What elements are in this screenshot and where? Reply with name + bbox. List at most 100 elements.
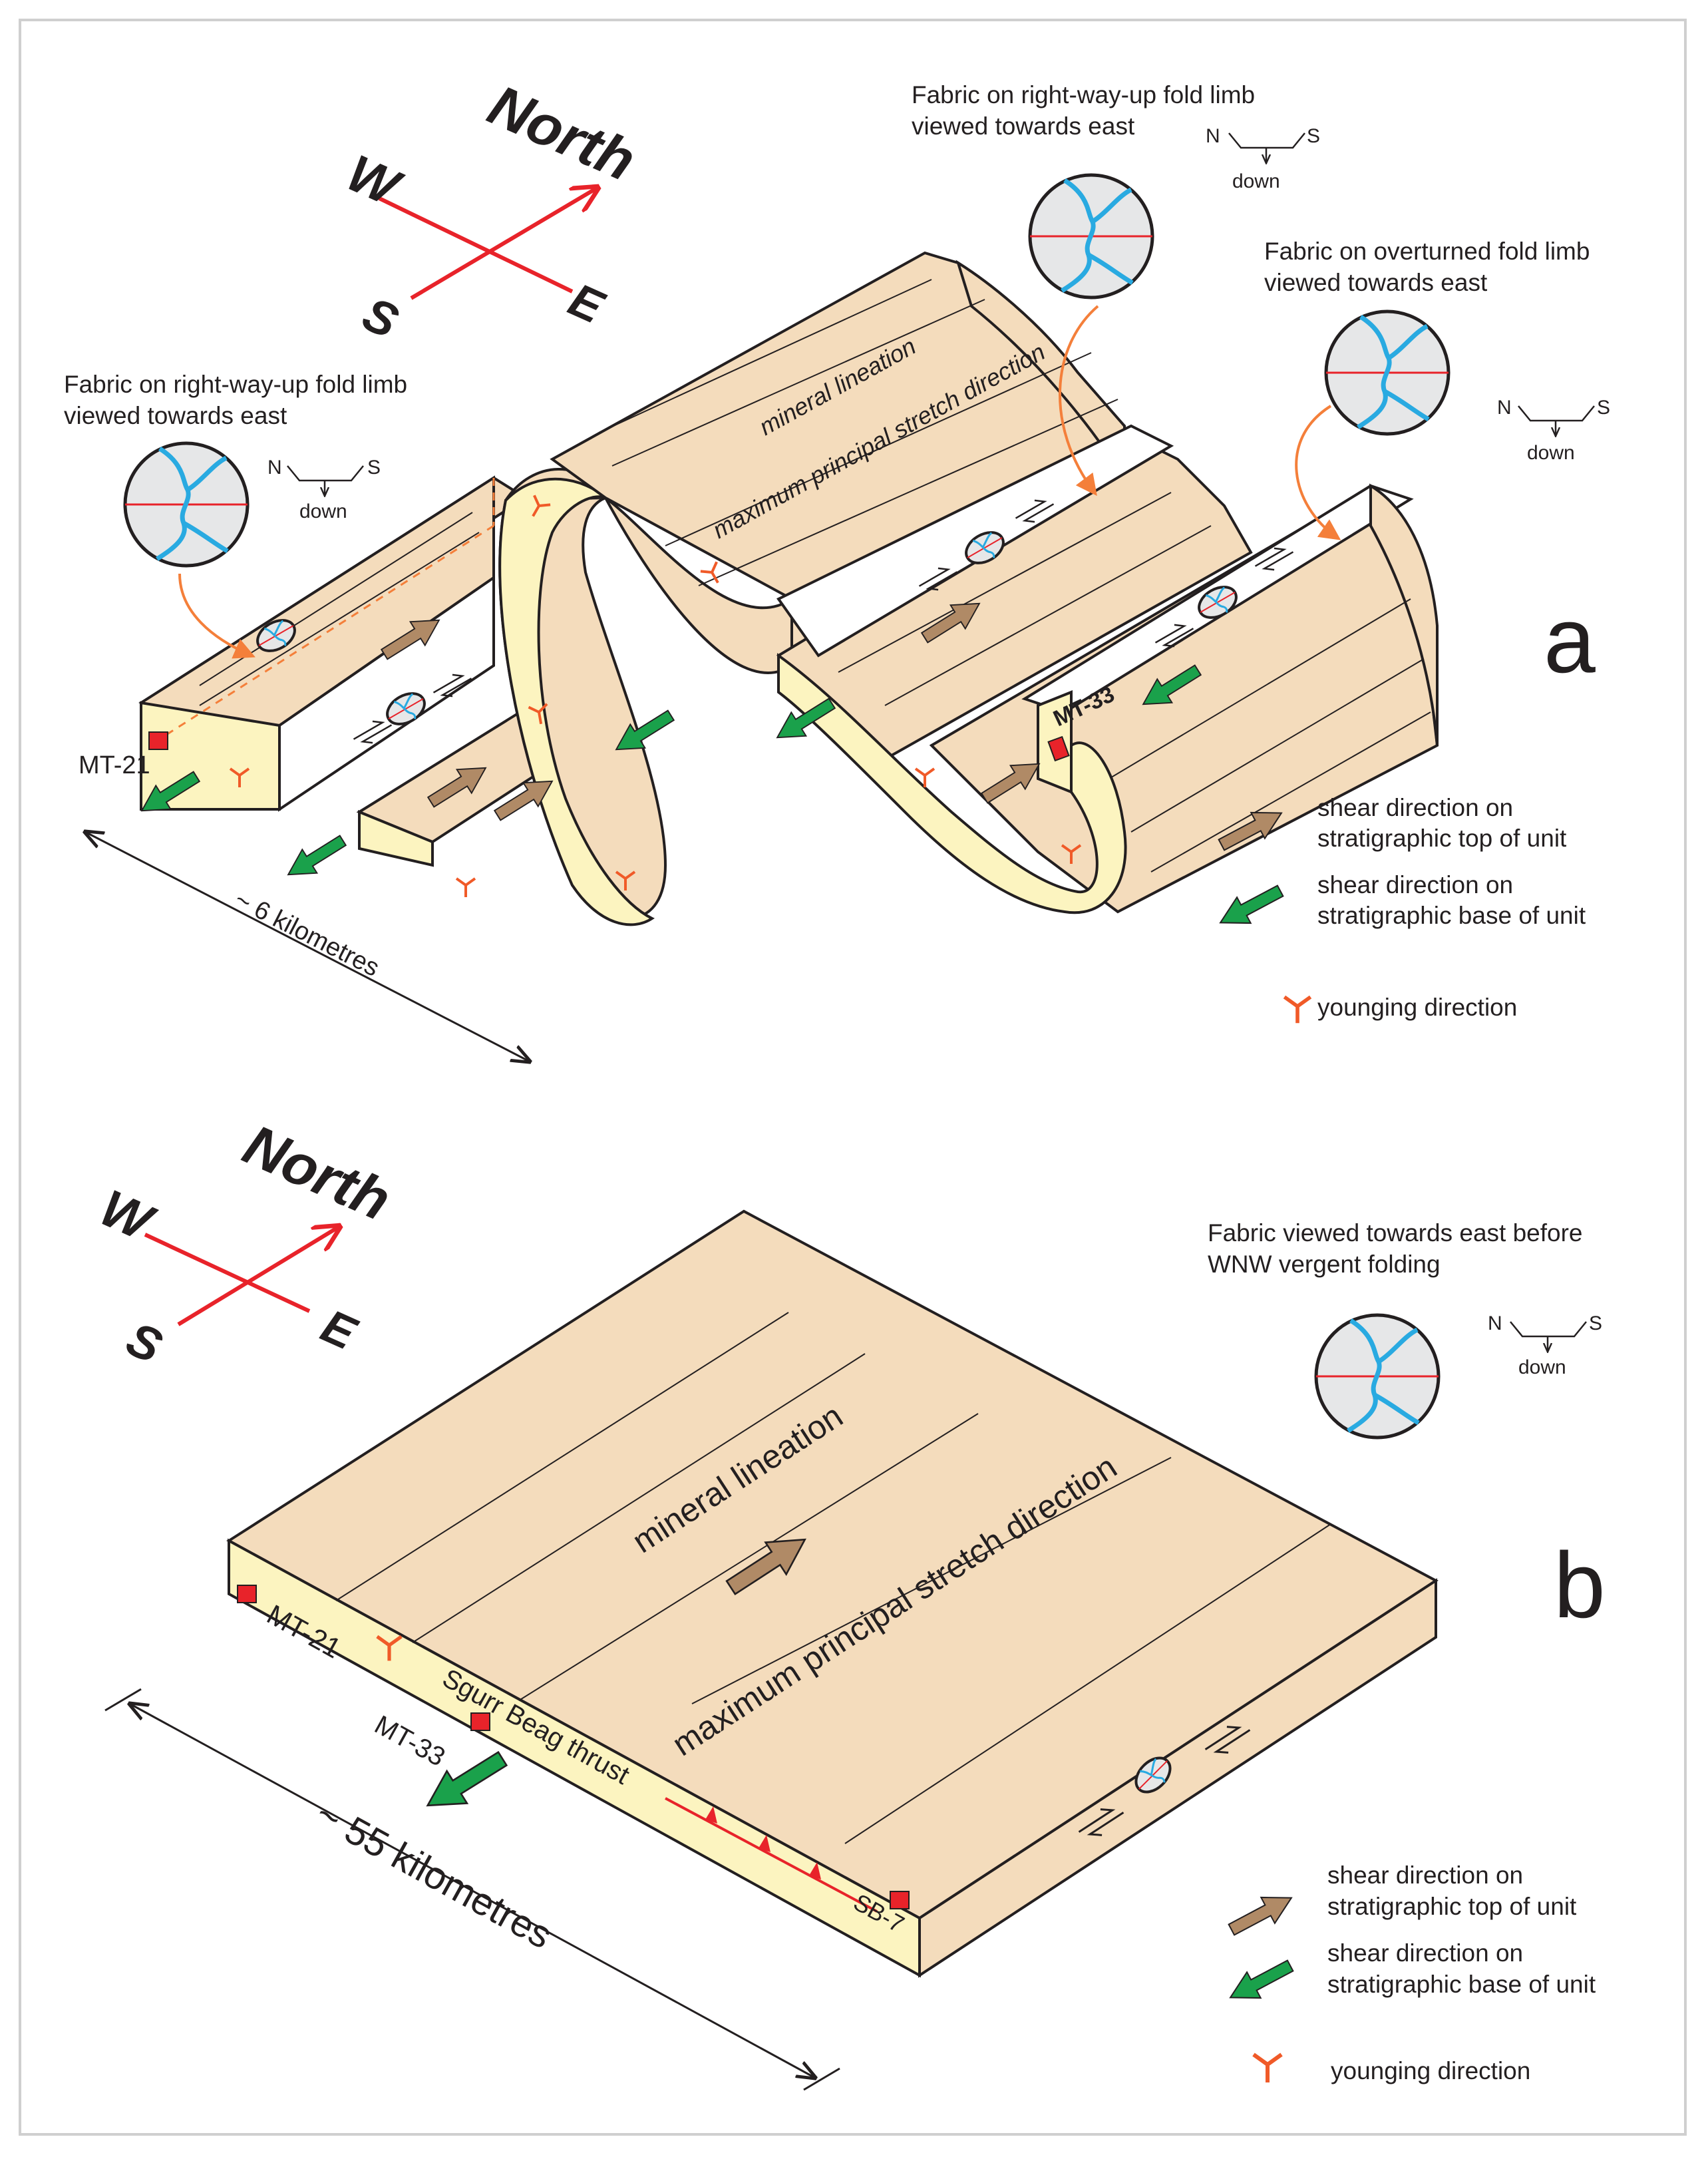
ns-key-right <box>1518 406 1594 435</box>
slab-line-4 <box>691 1457 1172 1704</box>
key-s-right: S <box>1597 397 1610 419</box>
legend-base-text-1: shear direction on <box>1327 1939 1523 1967</box>
right-line-2 <box>1130 658 1425 833</box>
compass-north-label: North <box>234 1113 400 1233</box>
slab-right-face <box>918 1578 1437 1978</box>
sample-label-mt21: MT-21 <box>79 751 150 779</box>
pointer-top <box>1058 305 1099 496</box>
key-s-top: S <box>1307 125 1320 147</box>
key-n-top: N <box>1206 125 1220 147</box>
key-down-right: down <box>1527 442 1575 464</box>
scale-bar-b <box>130 1704 815 2078</box>
legend-top-text-2: stratigraphic top of unit <box>1327 1893 1577 1920</box>
legend-top-text-1: shear direction on <box>1317 794 1513 821</box>
scale-label-b: ~ 55 kilometres <box>309 1792 560 1957</box>
fabric-top-title-1: Fabric on right-way-up fold limb <box>912 81 1255 108</box>
compass-south-label: S <box>355 288 405 349</box>
right-line-3 <box>1150 711 1431 873</box>
compass-north-arrow <box>177 1227 339 1326</box>
floor-line-1 <box>838 492 1172 673</box>
ridge-line-2 <box>611 299 985 467</box>
left-slab-dashed-edge <box>166 524 494 736</box>
right-line-1 <box>1097 598 1411 786</box>
fabric-b-title-2: WNW vergent folding <box>1208 1251 1441 1278</box>
fabric-top: Fabric on right-way-up fold limb viewed … <box>912 81 1320 496</box>
stereonet-left <box>125 443 248 566</box>
legend-younging-text: younging direction <box>1331 2057 1530 2084</box>
legend-base-arrow <box>1212 877 1288 936</box>
compass-west-label: W <box>92 1178 164 1253</box>
legend-base-text-2: stratigraphic base of unit <box>1327 1971 1596 1998</box>
compass-south-label: S <box>118 1312 169 1374</box>
legend-top-text-2: stratigraphic top of unit <box>1317 825 1567 852</box>
legend-top-text-1: shear direction on <box>1327 1862 1523 1889</box>
syncline-profile <box>777 653 1127 914</box>
right-limb-end <box>1369 483 1439 746</box>
pointer-right <box>1295 405 1341 540</box>
ns-key-top <box>1229 133 1305 162</box>
compass-b: North W E S <box>92 1113 400 1374</box>
key-n-left: N <box>267 457 282 479</box>
key-s-left: S <box>367 457 381 479</box>
panel-label-b: b <box>1554 1533 1606 1637</box>
slab-line-5 <box>844 1523 1331 1844</box>
figure-frame <box>19 19 1687 2136</box>
ridge-line-3 <box>665 352 1092 546</box>
slab-line-2 <box>412 1353 866 1643</box>
ridge-line-1 <box>598 279 932 433</box>
fabric-right-title-2: viewed towards east <box>1264 269 1488 296</box>
legend-b: shear direction on stratigraphic top of … <box>1222 1862 1596 2084</box>
fabric-left-title-1: Fabric on right-way-up fold limb <box>64 371 407 398</box>
younging-symbol <box>455 877 476 898</box>
scale-bar-a <box>85 832 530 1062</box>
fabric-top-title-2: viewed towards east <box>912 112 1135 140</box>
compass-east-west-line <box>378 196 574 294</box>
fabric-b-title-1: Fabric viewed towards east before <box>1208 1219 1583 1247</box>
panel-b: North W E S mineral lineation maximum pr… <box>92 1113 1606 2091</box>
ridge-line-4 <box>698 399 1118 586</box>
sample-marker-mt21 <box>148 731 168 750</box>
stereonet-right <box>1326 311 1449 434</box>
ns-key-b <box>1510 1322 1586 1351</box>
stereonet-b <box>1316 1315 1439 1438</box>
legend-younging-icon <box>1284 997 1310 1023</box>
fabric-left-title-2: viewed towards east <box>64 402 287 429</box>
key-s-b: S <box>1589 1312 1602 1334</box>
compass-north-arrow <box>410 188 598 300</box>
key-n-right: N <box>1497 397 1512 419</box>
compass-east-label: E <box>314 1299 365 1360</box>
slab-line-3 <box>518 1413 979 1701</box>
key-down-top: down <box>1232 170 1280 192</box>
fold-block: mineral lineation maximum principal stre… <box>134 251 1439 926</box>
panel-label-a: a <box>1544 588 1596 692</box>
key-down-left: down <box>299 500 347 522</box>
floor-line-2 <box>884 525 1212 706</box>
pointer-left <box>178 573 256 659</box>
compass-north-label: North <box>479 73 645 194</box>
ns-key-left <box>287 466 363 495</box>
fabric-right: Fabric on overturned fold limb viewed to… <box>1264 238 1610 540</box>
legend-base-text-1: shear direction on <box>1317 871 1513 898</box>
scale-tick-right <box>803 2067 840 2091</box>
slab-top <box>226 1209 1439 1920</box>
compass-east-label: E <box>562 273 612 333</box>
fabric-b: Fabric viewed towards east before WNW ve… <box>1208 1219 1602 1438</box>
panel-a: North W E S <box>64 73 1610 1062</box>
sample-label-mt33: MT-33 <box>370 1710 450 1772</box>
legend-top-arrow <box>1224 1884 1299 1943</box>
legend-a: shear direction on stratigraphic top of … <box>1212 794 1586 1023</box>
compass-a: North W E S <box>339 73 645 349</box>
compass-east-west-line <box>144 1233 311 1313</box>
legend-younging-icon <box>1254 2055 1281 2082</box>
left-slab-line-2 <box>199 532 480 706</box>
sample-marker-sb7 <box>890 1891 910 1909</box>
anticline-profile <box>498 477 655 926</box>
key-down-b: down <box>1518 1356 1566 1378</box>
shear-base-arrow <box>280 828 351 887</box>
sample-marker-mt33 <box>1047 735 1070 762</box>
sample-marker-mt21 <box>237 1585 257 1603</box>
legend-base-arrow <box>1222 1952 1298 2011</box>
key-n-b: N <box>1488 1312 1502 1334</box>
legend-younging-text: younging direction <box>1317 994 1517 1021</box>
fabric-left: Fabric on right-way-up fold limb viewed … <box>64 371 407 659</box>
